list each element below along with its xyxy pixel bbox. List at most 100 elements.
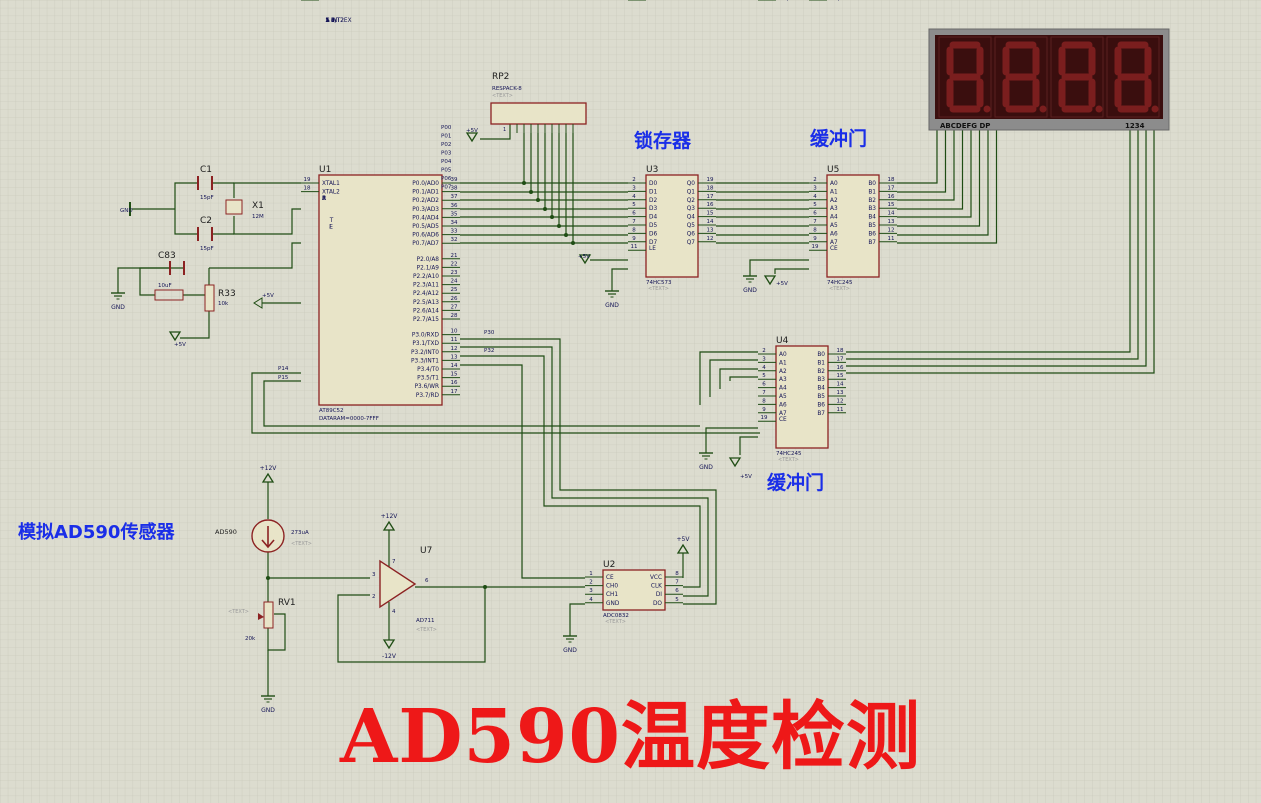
u5-pin-number: 18 <box>888 177 895 183</box>
p0-label: P03 <box>441 151 452 157</box>
u5-pin-number: 19 <box>812 244 819 250</box>
rst-wire <box>209 242 301 269</box>
power-arrow <box>465 132 479 143</box>
u4-pin-name: A3 <box>779 377 787 383</box>
ad590-vcc-label: +12V <box>260 465 278 472</box>
wire-layer <box>117 124 1155 696</box>
p32-label: P32 <box>484 348 494 354</box>
u2-pin-number: 8 <box>675 571 679 577</box>
u4-pin-number: 11 <box>837 407 844 413</box>
u5-pin-number: 4 <box>813 194 817 200</box>
u7-pin: 3 <box>372 572 376 578</box>
u1-pin-name: P0.0/AD0 <box>412 181 439 187</box>
p0-label: P05 <box>441 168 452 174</box>
rp2-ref: RP2 <box>492 72 509 82</box>
u7-ref: U7 <box>420 546 432 556</box>
c1-value: 15pF <box>200 195 214 201</box>
u3-pin-number: 15 <box>707 211 714 217</box>
u1-extra: DATARAM=0000-7FFF <box>319 416 379 422</box>
u2-pin-number: 6 <box>675 588 679 594</box>
u1-pin-name: XTAL1 <box>322 181 340 187</box>
u4-pin-number: 14 <box>837 382 844 388</box>
u1-pin-number: 7 <box>305 0 309 2</box>
u5-pin-number: 12 <box>888 227 895 233</box>
u1-pin-number: 1 <box>305 0 309 2</box>
u3-pin-number: 14 <box>707 219 714 225</box>
u1-pin-name: P2.3/A11 <box>413 283 439 289</box>
u1-pin-name: P0.7/AD7 <box>412 241 439 247</box>
u1-pin-name: P0.5/AD5 <box>412 224 439 230</box>
u4-pin-name: B2 <box>817 369 825 375</box>
c83-gnd: GND <box>111 304 125 311</box>
x1-ref: X1 <box>252 201 264 211</box>
p14-label: P14 <box>278 366 289 372</box>
u7-body <box>379 559 417 609</box>
u1-pin-number: 32 <box>451 237 458 243</box>
display-digit-label: 1234 <box>1125 122 1145 130</box>
u1-pin-number: 29 <box>304 0 311 2</box>
u3-pin-number: 4 <box>632 194 636 200</box>
u1-pin-name: P3.7/RD <box>416 393 440 399</box>
u5-pin-name: A5 <box>830 223 838 229</box>
r33-ref: R33 <box>218 289 236 299</box>
u5-pin-name: B1 <box>868 189 876 195</box>
u1-pin-name: P0.3/AD3 <box>412 207 439 213</box>
p15-label: P15 <box>278 375 289 381</box>
c83-ref: C83 <box>158 251 176 261</box>
u5-pin-number: 11 <box>888 236 895 242</box>
u1-pin-number: 39 <box>451 177 458 183</box>
u3-pin-name: LE <box>649 246 656 252</box>
display-dp <box>1039 105 1047 113</box>
u4-pin-number: 15 <box>837 373 844 379</box>
power-arrow <box>382 639 396 650</box>
u1-pin-name: P3.0/RXD <box>412 333 440 339</box>
u3-body <box>645 174 699 278</box>
u2-gnd: GND <box>563 647 577 654</box>
u1-pin-name: P0.4/AD4 <box>412 215 439 221</box>
u1-pin-number: 16 <box>451 380 458 386</box>
u1-pin-number: 11 <box>451 337 458 343</box>
u3-pin-name: OE <box>649 0 658 2</box>
u4-pin-number: 6 <box>762 382 766 388</box>
u4-pin-name: A7 <box>779 411 787 417</box>
u3-pin-number: 8 <box>632 227 636 233</box>
u5-display-wire <box>897 130 972 218</box>
u4-pin-name: A6 <box>779 402 787 408</box>
rv1-body <box>263 601 274 629</box>
x1-body <box>225 199 243 215</box>
u5-pin-number: 5 <box>813 202 817 208</box>
u4-pin-name: B7 <box>817 411 825 417</box>
display-segments-label: ABCDEFG DP <box>940 122 990 130</box>
u1-pin-number: 23 <box>451 270 458 276</box>
button-wire <box>139 267 170 296</box>
u5-display-wire <box>897 130 981 227</box>
latch-annotation: 锁存器 <box>634 130 692 152</box>
u2-pin-name: CE <box>606 575 614 581</box>
u1-pin-number: 9 <box>305 0 309 2</box>
u5-pin-number: 8 <box>813 227 817 233</box>
u2-pin-number: 5 <box>675 597 679 603</box>
u3-pin-name: Q4 <box>687 215 696 221</box>
u7-feedback <box>337 587 486 663</box>
u2-vcc-label: +5V <box>677 536 691 543</box>
u5-gnd: GND <box>743 287 757 294</box>
u5-pin-name: A6 <box>830 231 838 237</box>
u4-pin-name: B0 <box>817 352 825 358</box>
c2-ref: C2 <box>200 216 212 226</box>
u2-pin-number: 7 <box>675 580 679 586</box>
power-arrow <box>578 254 592 265</box>
power-arrow <box>168 331 182 342</box>
u4-pin-name: B1 <box>817 360 825 366</box>
u3-ref: U3 <box>646 165 658 175</box>
u1-pin-number: 34 <box>451 220 458 226</box>
c2-value: 15pF <box>200 246 214 252</box>
u3-pin-name: Q3 <box>687 206 696 212</box>
u4-pin-number: 12 <box>837 398 844 404</box>
u3-pin-number: 1 <box>632 0 636 2</box>
u4-ab <box>739 436 758 455</box>
display-digit-cell <box>1050 36 1104 118</box>
u1-pin-name: P3.6/WR <box>415 384 439 390</box>
